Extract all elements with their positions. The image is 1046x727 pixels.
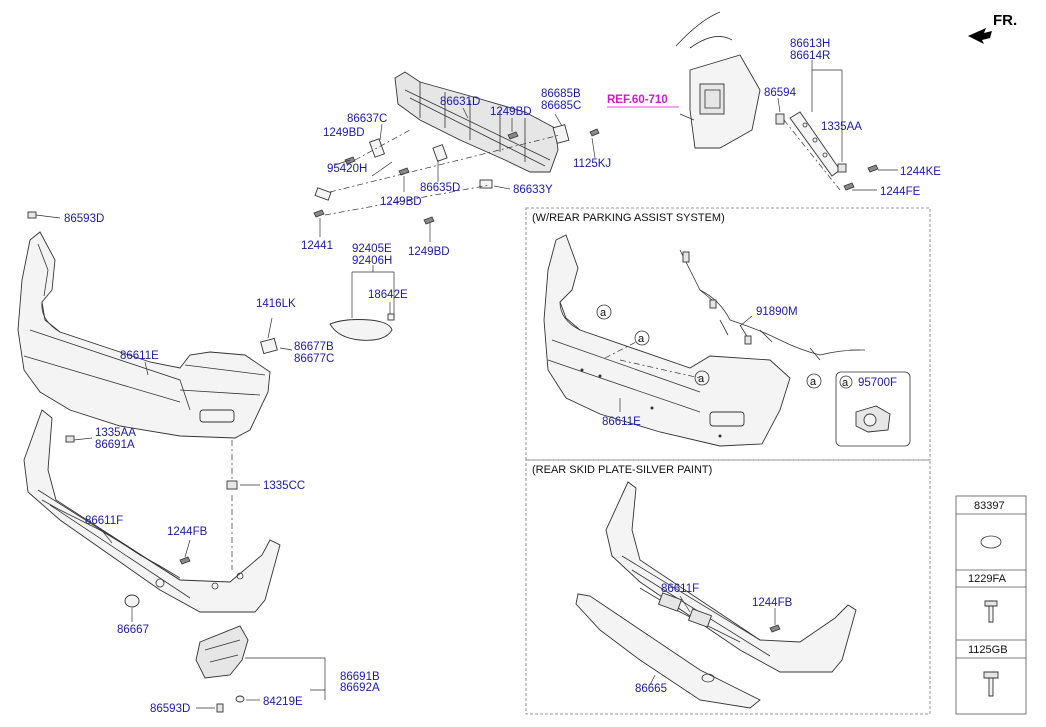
front-direction-indicator: FR. bbox=[968, 12, 1017, 44]
label-92406H: 92406H bbox=[352, 255, 392, 267]
side-mount-bracket bbox=[675, 11, 898, 191]
lower-cover-86611F bbox=[23, 409, 281, 613]
label-86611E: 86611E bbox=[120, 350, 159, 362]
bolt-icon-2 bbox=[983, 671, 999, 697]
label-18642E: 18642E bbox=[368, 289, 408, 301]
label-86691B: 86691B bbox=[340, 671, 380, 683]
label-86685B: 86685B bbox=[541, 88, 581, 100]
rear-bumper-cover bbox=[17, 211, 271, 439]
label-1244FB: 1244FB bbox=[167, 526, 208, 538]
label-1244FB-skid: 1244FB bbox=[752, 597, 793, 609]
label-86611E-pas: 86611E bbox=[602, 416, 641, 428]
label-84219E: 84219E bbox=[263, 696, 303, 708]
callout-a-2: a bbox=[638, 333, 645, 345]
label-1335CC: 1335CC bbox=[263, 480, 305, 492]
label-1249BD-d: 1249BD bbox=[408, 246, 450, 258]
parking-assist-panel: (W/REAR PARKING ASSIST SYSTEM) a a a a a bbox=[525, 207, 931, 461]
label-1249BD-c: 1249BD bbox=[380, 196, 422, 208]
lower-bracket-86691B bbox=[195, 625, 326, 713]
label-86594: 86594 bbox=[764, 87, 797, 99]
label-86691A: 86691A bbox=[95, 439, 135, 451]
label-86593D-bottom: 86593D bbox=[150, 703, 190, 715]
fastener-table: 83397 1229FA 1125GB bbox=[955, 495, 1027, 715]
grommet-icon bbox=[980, 535, 1002, 549]
front-arrow-icon bbox=[968, 28, 992, 44]
label-86633Y: 86633Y bbox=[513, 184, 553, 196]
front-direction-label: FR. bbox=[993, 12, 1017, 29]
label-86613H: 86613H bbox=[790, 38, 830, 50]
label-1249BD-b: 1249BD bbox=[490, 106, 532, 118]
skid-plate-panel: (REAR SKID PLATE-SILVER PAINT) bbox=[525, 459, 931, 715]
label-86614R: 86614R bbox=[790, 50, 830, 62]
label-1125KJ: 1125KJ bbox=[573, 158, 611, 170]
callout-a-1: a bbox=[600, 307, 607, 319]
label-1244KE: 1244KE bbox=[900, 166, 941, 178]
callout-a-3: a bbox=[698, 373, 705, 385]
sensor-callout-a: a bbox=[842, 377, 849, 389]
label-1335AA-left: 1335AA bbox=[95, 427, 136, 439]
callout-a-4: a bbox=[810, 376, 817, 388]
label-86593D-top: 86593D bbox=[64, 213, 104, 225]
label-86677C: 86677C bbox=[294, 353, 334, 365]
reflector-part bbox=[329, 265, 395, 341]
bolt-icon-1 bbox=[984, 600, 998, 623]
label-1249BD-a: 1249BD bbox=[323, 127, 365, 139]
label-86677B: 86677B bbox=[294, 341, 334, 353]
fastener-code-3: 1125GB bbox=[968, 644, 1008, 656]
fastener-code-2: 1229FA bbox=[968, 573, 1007, 585]
label-92405E: 92405E bbox=[352, 243, 392, 255]
label-1244FE: 1244FE bbox=[880, 186, 921, 198]
label-86692A: 86692A bbox=[340, 682, 380, 694]
label-86685C: 86685C bbox=[541, 100, 581, 112]
label-1335AA-right: 1335AA bbox=[821, 121, 862, 133]
label-86635D: 86635D bbox=[420, 182, 460, 194]
skid-plate-title: (REAR SKID PLATE-SILVER PAINT) bbox=[532, 464, 712, 476]
label-86665: 86665 bbox=[635, 683, 667, 695]
parking-assist-title: (W/REAR PARKING ASSIST SYSTEM) bbox=[532, 212, 725, 224]
label-86667: 86667 bbox=[117, 624, 149, 636]
tow-hook-cap bbox=[124, 594, 140, 622]
reference-link-60-710[interactable]: REF.60-710 bbox=[607, 94, 668, 106]
side-bracket-86677 bbox=[260, 317, 293, 355]
label-1416LK: 1416LK bbox=[256, 298, 296, 310]
label-91890M: 91890M bbox=[756, 306, 798, 318]
label-86611F: 86611F bbox=[85, 515, 123, 527]
label-86611F-skid: 86611F bbox=[661, 583, 699, 595]
label-86631D: 86631D bbox=[440, 96, 480, 108]
label-12441: 12441 bbox=[301, 240, 333, 252]
label-95700F: 95700F bbox=[858, 377, 897, 389]
label-86637C: 86637C bbox=[347, 113, 387, 125]
fastener-code-1: 83397 bbox=[974, 500, 1005, 512]
rear-beam-assembly bbox=[313, 71, 600, 225]
label-95420H: 95420H bbox=[327, 163, 367, 175]
